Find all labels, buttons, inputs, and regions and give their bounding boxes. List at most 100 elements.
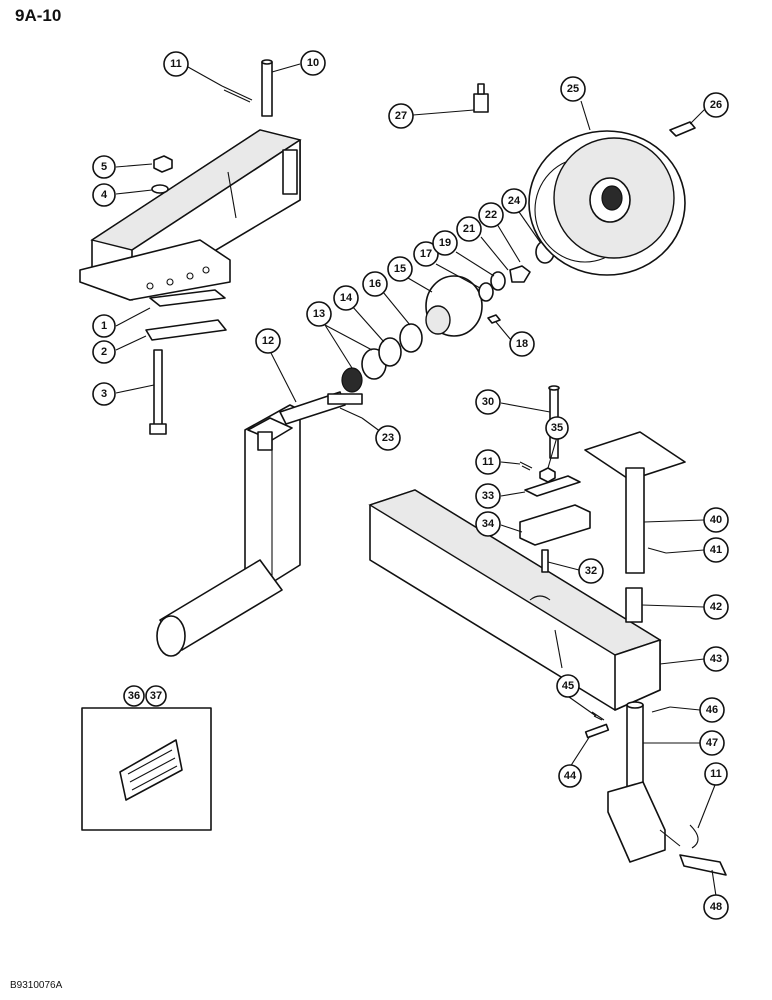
callout-label: 11: [170, 58, 182, 70]
callout-47: 47: [699, 730, 725, 756]
callout-label: 1: [101, 320, 107, 332]
callout-22: 22: [478, 202, 504, 228]
seal: [399, 323, 423, 353]
callout-label: 10: [307, 57, 319, 69]
callout-label: 26: [710, 99, 722, 111]
handle-pin: [679, 854, 727, 876]
callout-label: 40: [710, 514, 722, 526]
callout-19: 19: [432, 230, 458, 256]
wheel-rim: [528, 130, 686, 276]
callout-label: 19: [439, 237, 451, 249]
callout-11-c: 11: [704, 762, 728, 786]
spindle-arm: [156, 391, 363, 657]
callout-label: 35: [551, 422, 563, 434]
callout-label: 36: [128, 690, 140, 702]
callout-label: 25: [567, 83, 579, 95]
reflector-decal: [119, 739, 183, 801]
bolt: [149, 349, 167, 435]
callout-11: 11: [163, 51, 189, 77]
callout-label: 22: [485, 209, 497, 221]
callout-label: 14: [340, 292, 353, 304]
hair-pin-clip-2: [519, 461, 533, 471]
callout-41: 41: [703, 537, 729, 563]
reflector-pattern: [127, 749, 178, 791]
callout-43: 43: [703, 646, 729, 672]
hair-pin-clip: [221, 85, 253, 103]
callout-21: 21: [456, 216, 482, 242]
callout-36: 36: [123, 685, 145, 707]
nut: [153, 155, 173, 173]
callout-label: 16: [369, 278, 381, 290]
callout-14: 14: [333, 285, 359, 311]
pin-3: [651, 706, 671, 713]
sleeve: [625, 587, 643, 623]
callout-label: 32: [585, 565, 597, 577]
callout-label: 47: [706, 737, 718, 749]
callout-26: 26: [703, 92, 729, 118]
callout-label: 5: [101, 161, 107, 173]
callout-16: 16: [362, 271, 388, 297]
callout-label: 34: [482, 518, 495, 530]
jack-foot-plate: [584, 431, 686, 481]
callout-label: 21: [463, 223, 475, 235]
carriage-bolt: [541, 549, 549, 573]
clamp-plate: [149, 289, 226, 307]
callout-32: 32: [578, 558, 604, 584]
pin-2: [647, 547, 667, 554]
bearing-cup: [341, 367, 363, 393]
castle-nut: [509, 265, 531, 283]
callout-37: 37: [145, 685, 167, 707]
callout-label: 30: [482, 396, 494, 408]
callout-label: 13: [313, 308, 325, 320]
callout-18: 18: [509, 331, 535, 357]
bearing-inner: [378, 337, 402, 367]
callout-42: 42: [703, 594, 729, 620]
callout-label: 37: [150, 690, 162, 702]
callout-30: 30: [475, 389, 501, 415]
cotter-pin: [339, 407, 363, 419]
hitch-tube: [79, 129, 302, 301]
callout-5: 5: [92, 155, 116, 179]
callout-2: 2: [92, 340, 116, 364]
wheel-nut: [669, 121, 696, 137]
callout-4: 4: [92, 183, 116, 207]
callout-15: 15: [387, 256, 413, 282]
callout-label: 11: [482, 456, 494, 468]
callout-label: 2: [101, 346, 107, 358]
callout-label: 24: [508, 195, 521, 207]
clevis-pin: [584, 723, 610, 739]
callout-label: 41: [710, 544, 722, 556]
callout-25: 25: [560, 76, 586, 102]
lock-nut: [539, 467, 556, 483]
callout-17: 17: [413, 241, 439, 267]
callout-40: 40: [703, 507, 729, 533]
callout-label: 18: [516, 338, 528, 350]
page-code: 9A-10: [15, 6, 62, 25]
callout-48: 48: [703, 894, 729, 920]
callout-label: 4: [101, 189, 108, 201]
callout-label: 42: [710, 601, 722, 613]
callout-label: 17: [420, 248, 432, 260]
callout-label: 48: [710, 901, 722, 913]
outer-bearing: [478, 282, 494, 302]
callout-label: 3: [101, 388, 107, 400]
jack-tube: [625, 467, 645, 574]
callout-10: 10: [300, 50, 326, 76]
callout-label: 12: [262, 335, 274, 347]
callout-24: 24: [501, 188, 527, 214]
callout-label: 46: [706, 704, 718, 716]
callout-13: 13: [306, 301, 332, 327]
washer: [490, 271, 506, 291]
mount-bracket: [519, 504, 591, 546]
callout-11-b: 11: [475, 449, 501, 475]
callout-label: 15: [394, 263, 406, 275]
callout-3: 3: [92, 382, 116, 406]
lock-washer: [151, 184, 169, 194]
wheel-hub: [425, 275, 483, 337]
callout-33: 33: [475, 483, 501, 509]
callout-label: 23: [382, 432, 394, 444]
callout-34: 34: [475, 511, 501, 537]
axle-tube: [368, 489, 662, 711]
callout-label: 11: [710, 768, 722, 780]
